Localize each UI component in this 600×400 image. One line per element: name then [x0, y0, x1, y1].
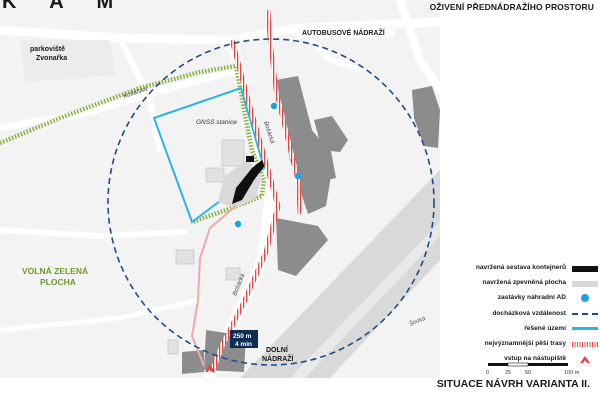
bus-stops — [234, 102, 302, 228]
bus-station-label: AUTOBUSOVÉ NÁDRAŽÍ — [302, 28, 386, 37]
bus-stop — [270, 102, 278, 110]
legend-item: zastávky náhradní AD — [440, 290, 598, 305]
time-label: 4 min — [235, 341, 252, 348]
chevron-icon — [580, 355, 590, 363]
bus-stop — [234, 220, 242, 228]
platform-entrance-icon — [205, 364, 215, 372]
legend-symbol-ped-route — [572, 339, 598, 349]
legend-item: řešené území — [440, 321, 598, 336]
legend: navržená sestava kontejnerů navržená zpe… — [440, 260, 598, 366]
walking-distance-circle — [107, 38, 435, 366]
legend-item: docházková vzdálenost — [440, 306, 598, 321]
scale-tick-100: 100 m — [564, 370, 580, 376]
legend-symbol-stop — [572, 293, 598, 303]
legend-label: řešené území — [524, 324, 566, 332]
container-set — [232, 160, 266, 204]
bus-stop — [294, 172, 302, 180]
parking-label-2: Zvonařka — [36, 55, 67, 62]
legend-symbol-paved — [572, 278, 598, 288]
distance-box — [230, 330, 258, 348]
rail-track — [290, 222, 440, 378]
page-header-title: OŽIVENÍ PŘEDNÁDRAŽÍHO PROSTORU — [429, 2, 594, 12]
legend-label: nejvýznamnější pěší trasy — [484, 340, 566, 348]
legend-symbol-study-area — [572, 323, 598, 333]
pedestrian-route-secondary — [190, 205, 237, 367]
legend-symbol-containers — [572, 263, 598, 273]
legend-label: navržená zpevněná plocha — [482, 279, 566, 287]
legend-label: docházková vzdálenost — [492, 309, 566, 317]
site-map: parkoviště Zvonařka Kotlářská GNSS stani… — [0, 0, 440, 378]
legend-symbol-entrance — [572, 354, 598, 364]
legend-item: navržená sestava kontejnerů — [440, 260, 598, 275]
bus-station-label-bg — [298, 26, 394, 38]
scale-tick-25: 25 — [505, 370, 511, 376]
scale-tick-0: 0 — [486, 370, 489, 376]
study-area — [152, 86, 266, 224]
container-set-small — [246, 156, 254, 162]
legend-label: navržená sestava kontejnerů — [475, 264, 566, 272]
legend-item: nejvýznamnější pěší trasy — [440, 336, 598, 351]
green-area-label-1: VOLNÁ ZELENÁ — [22, 266, 88, 276]
logo: K A M — [2, 0, 128, 13]
gnss-label: GNSS stanice — [196, 119, 237, 126]
green-area-label-2: PLOCHA — [40, 277, 76, 287]
legend-label: zastávky náhradní AD — [497, 294, 566, 302]
pedestrian-route-main — [209, 39, 281, 373]
footer-title: SITUACE NÁVRH VARIANTA II. — [436, 378, 590, 390]
legend-symbol-walk-distance — [572, 308, 598, 318]
rail-corridor — [240, 170, 440, 378]
parking-area — [20, 40, 115, 82]
scale-bar-graphic: 0 25 50 100 m — [486, 362, 580, 376]
distance-label: 250 m — [233, 333, 252, 340]
pedestrian-route-east — [265, 9, 303, 215]
legend-item: vstup na nástupiště — [440, 351, 598, 366]
legend-label: vstup na nástupiště — [504, 355, 566, 363]
parking-label-1: parkoviště — [30, 46, 65, 53]
lower-station-label-2: NÁDRAŽÍ — [262, 354, 295, 363]
legend-item: navržená zpevněná plocha — [440, 275, 598, 290]
scale-tick-50: 50 — [525, 370, 531, 376]
minor-buildings — [167, 139, 245, 355]
lower-station-label-1: DOLNÍ — [266, 345, 289, 354]
